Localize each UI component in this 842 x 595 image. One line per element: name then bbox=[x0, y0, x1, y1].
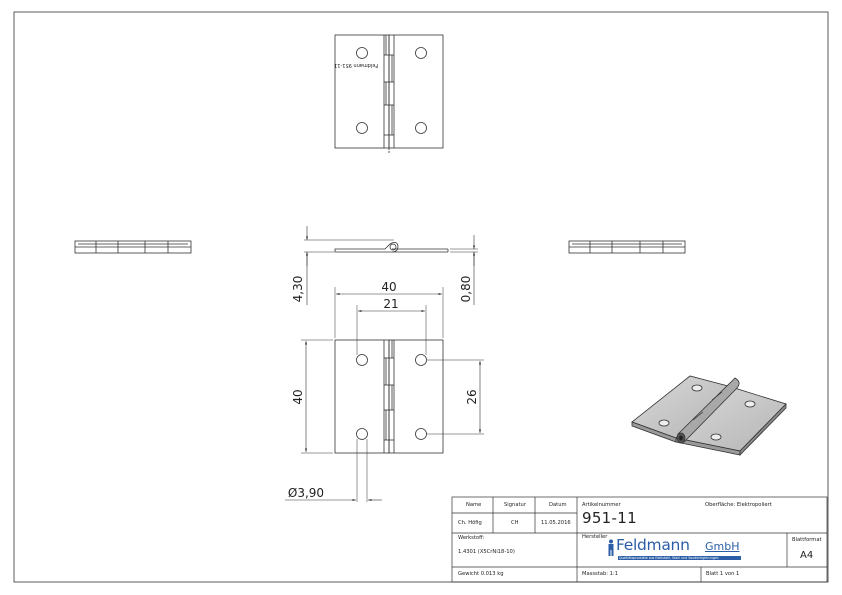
manufacturer-label: Hersteller bbox=[582, 534, 608, 540]
logo-tagline: Qualitätsprodukte aus Edelstahl, Stahl u… bbox=[618, 556, 741, 560]
scale-value: Massstab: 1:1 bbox=[582, 571, 619, 577]
dim-leaf-thickness: 0,80 bbox=[459, 276, 473, 303]
title-block: Name Signatur Datum Ch. Höfig CH 11.05.2… bbox=[452, 497, 827, 582]
sheet-count: Blatt 1 von 1 bbox=[706, 571, 740, 577]
dim-hole-spacing-vertical: 26 bbox=[465, 389, 479, 404]
front-view bbox=[334, 339, 444, 454]
article-number: 951-11 bbox=[582, 509, 637, 527]
title-block-grid bbox=[451, 496, 828, 583]
sheet-format-value: A4 bbox=[800, 550, 814, 561]
logo-figure-icon bbox=[608, 539, 614, 556]
isometric-view bbox=[631, 375, 787, 456]
name-label: Name bbox=[466, 502, 482, 508]
material-value: 1.4301 (X5CrNi18-10) bbox=[458, 549, 515, 555]
dim-total-height: 4,30 bbox=[291, 276, 305, 303]
date-label: Datum bbox=[549, 502, 567, 508]
side-view-right bbox=[568, 240, 686, 254]
side-view-left bbox=[74, 240, 192, 254]
surface-label: Oberfläche: Elektropoliert bbox=[705, 502, 772, 508]
article-label: Artikelnummer bbox=[582, 502, 621, 508]
back-view bbox=[334, 34, 444, 153]
material-label: Werkstoff: bbox=[458, 535, 485, 541]
signature-label: Signatur bbox=[504, 502, 526, 508]
logo-wordmark: Feldmann bbox=[616, 536, 690, 554]
sheet-format-label: Blattformat bbox=[792, 537, 822, 543]
dim-hole-spacing-horizontal: 21 bbox=[383, 297, 398, 311]
weight-value: Gewicht 0.013 kg bbox=[458, 571, 504, 577]
logo-suffix: GmbH bbox=[705, 540, 740, 553]
drafter-signature: CH bbox=[511, 520, 519, 526]
drawing-date: 11.05.2016 bbox=[541, 520, 571, 526]
engraving-text: Feldmann 951-11 bbox=[334, 62, 378, 68]
sheet-border bbox=[13, 11, 829, 583]
front-extension-lines bbox=[301, 287, 484, 502]
dim-height: 40 bbox=[291, 389, 305, 404]
drafter-name: Ch. Höfig bbox=[458, 520, 482, 526]
dim-hole-diameter: Ø3,90 bbox=[288, 486, 324, 500]
profile-view bbox=[304, 239, 478, 253]
dim-overall-width: 40 bbox=[381, 280, 396, 294]
